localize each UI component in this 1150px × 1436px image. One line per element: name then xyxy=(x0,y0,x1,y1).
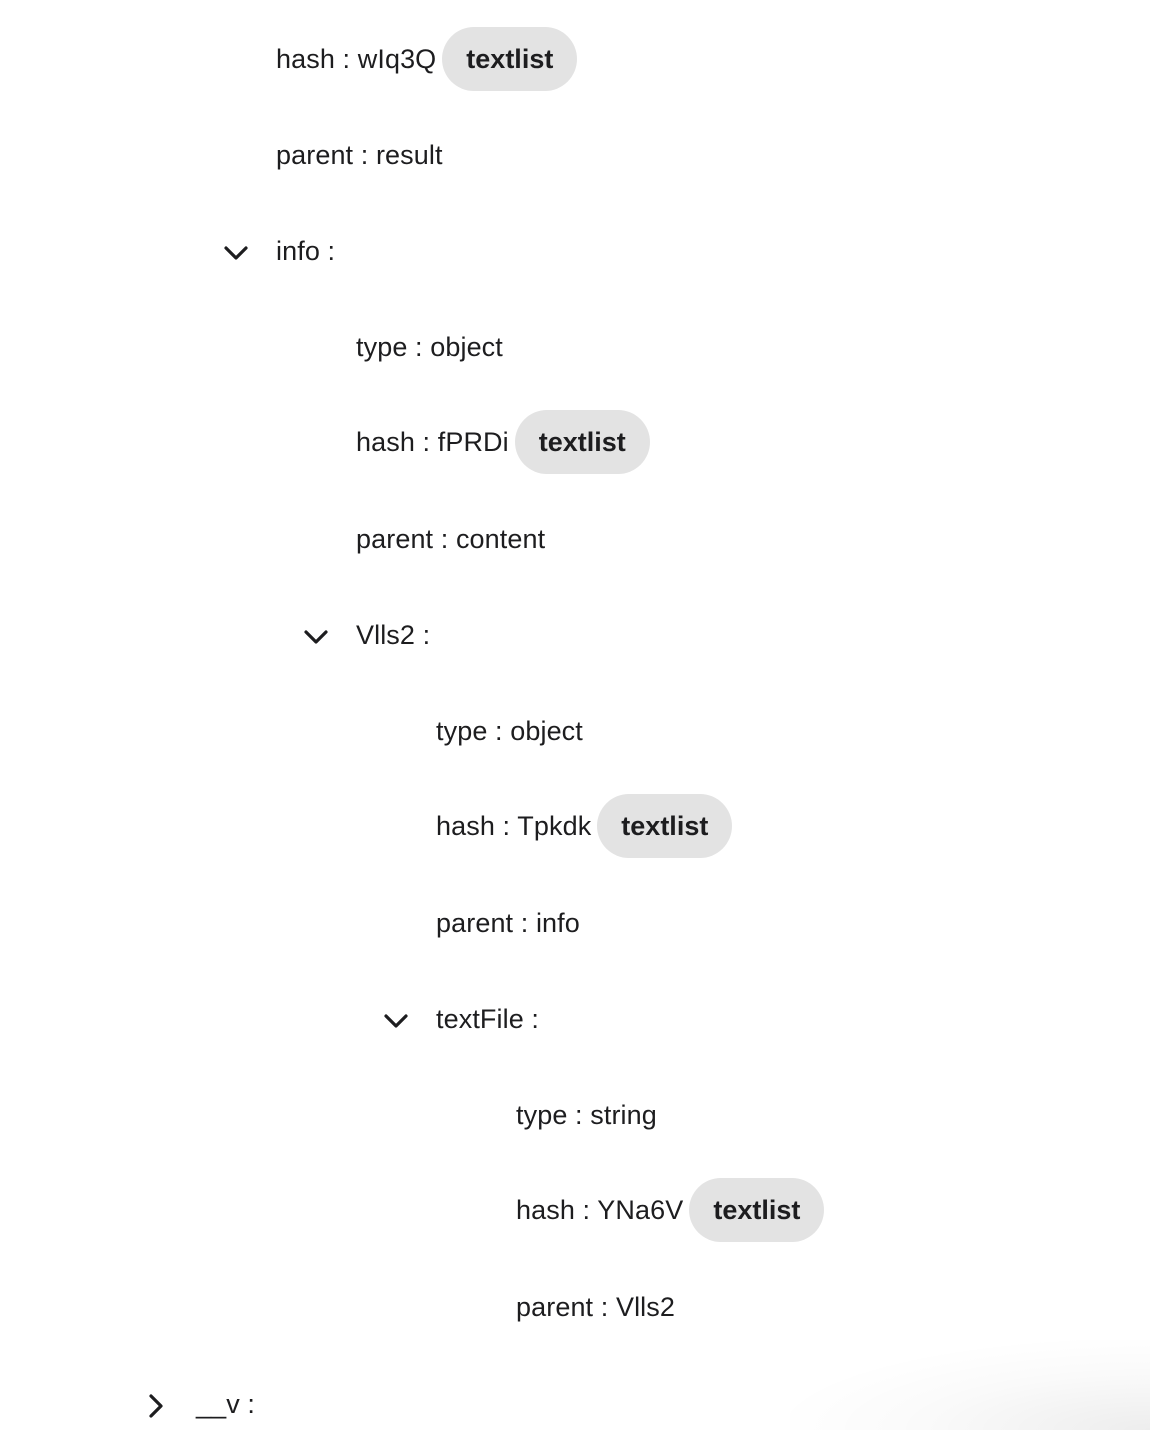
tree-node-info[interactable]: info : xyxy=(276,219,335,283)
textlist-badge[interactable]: textlist xyxy=(514,410,650,474)
chevron-right-icon[interactable] xyxy=(141,1391,171,1421)
tree-row-hash: hash : fPRDi textlist xyxy=(356,410,650,474)
property-label: type : object xyxy=(436,715,583,746)
tree-row-type: type : string xyxy=(516,1083,657,1147)
chevron-down-icon[interactable] xyxy=(221,238,251,268)
chevron-down-icon[interactable] xyxy=(301,622,331,652)
tree-row-hash: hash : YNa6V textlist xyxy=(516,1178,825,1242)
property-label: parent : Vlls2 xyxy=(516,1291,675,1322)
node-label: __v : xyxy=(196,1388,256,1419)
textlist-badge[interactable]: textlist xyxy=(597,794,733,858)
node-label: textFile : xyxy=(436,1003,540,1034)
property-label: parent : result xyxy=(276,139,443,170)
node-label: info : xyxy=(276,235,336,266)
tree-node-v[interactable]: __v : xyxy=(196,1372,255,1436)
tree-row-type: type : object xyxy=(436,699,583,763)
property-label: parent : info xyxy=(436,907,580,938)
chevron-down-icon[interactable] xyxy=(381,1006,411,1036)
property-label: hash : YNa6V xyxy=(516,1194,684,1225)
tree-row-parent: parent : content xyxy=(356,507,545,571)
property-label: type : object xyxy=(356,331,503,362)
tree-row-type: type : object xyxy=(356,315,503,379)
property-label: hash : wIq3Q xyxy=(276,43,437,74)
property-label: hash : Tpkdk xyxy=(436,810,592,841)
tree-row-hash: hash : wIq3Q textlist xyxy=(276,27,578,91)
property-label: type : string xyxy=(516,1099,657,1130)
tree-node-vlls2[interactable]: Vlls2 : xyxy=(356,603,430,667)
floating-panel-shadow xyxy=(790,1340,1150,1430)
tree-row-hash: hash : Tpkdk textlist xyxy=(436,794,733,858)
tree-node-textfile[interactable]: textFile : xyxy=(436,987,539,1051)
tree-row-parent: parent : info xyxy=(436,891,580,955)
textlist-badge[interactable]: textlist xyxy=(442,27,578,91)
property-label: parent : content xyxy=(356,523,546,554)
tree-row-parent: parent : Vlls2 xyxy=(516,1275,675,1339)
tree-row-parent: parent : result xyxy=(276,123,443,187)
property-label: hash : fPRDi xyxy=(356,426,509,457)
textlist-badge[interactable]: textlist xyxy=(689,1178,825,1242)
node-label: Vlls2 : xyxy=(356,619,431,650)
